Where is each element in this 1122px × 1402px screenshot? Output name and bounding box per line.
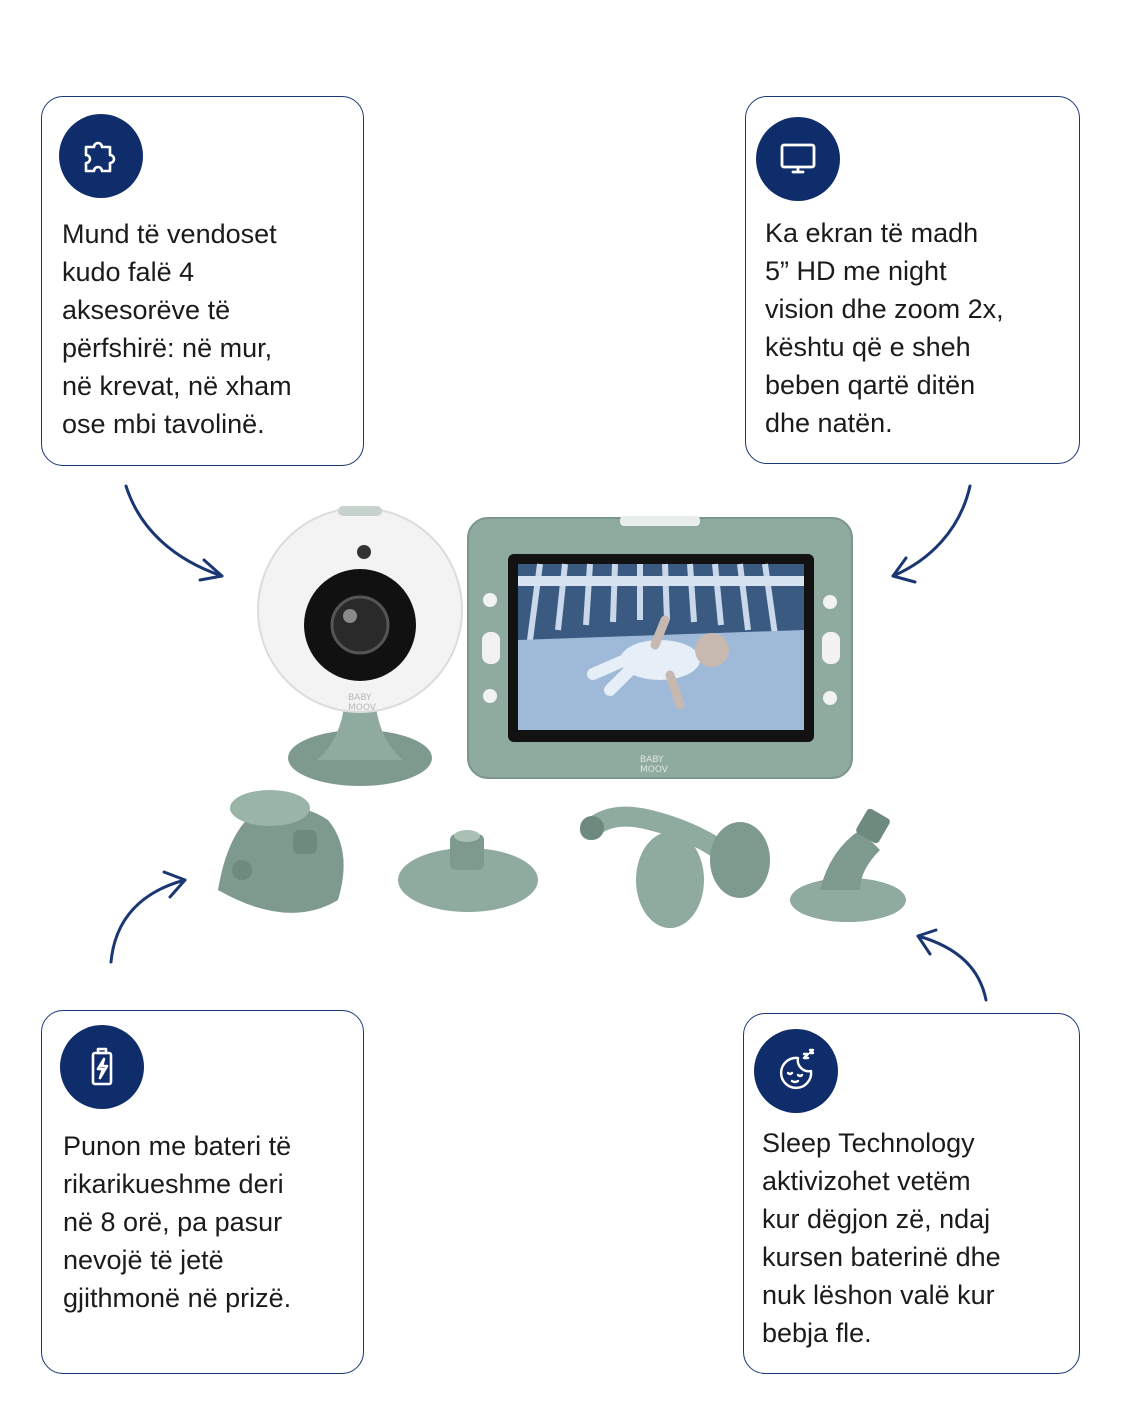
camera-unit: BABY MOOV <box>257 506 463 786</box>
monitor-button-right-top <box>823 595 837 609</box>
monitor-icon <box>780 143 816 174</box>
battery-icon <box>91 1047 113 1086</box>
puzzle-icon <box>84 141 116 173</box>
arrow-bottom-right-head <box>916 928 938 956</box>
camera-brand-line2: MOOV <box>348 703 377 713</box>
monitor-button-right-bottom <box>823 691 837 705</box>
monitor-brand-line2: MOOV <box>640 765 669 775</box>
baby-figure <box>587 615 729 710</box>
monitor-unit: BABY MOOV <box>467 516 853 779</box>
baby-monitor-product: BABY MOOV <box>218 506 906 928</box>
mattress <box>518 630 804 730</box>
arrow-top-left-head <box>198 558 224 582</box>
arrow-bottom-right-line <box>916 934 988 1002</box>
camera-stand <box>317 700 403 760</box>
crib-rail <box>518 576 804 586</box>
arrow-top-left-line <box>124 484 224 578</box>
arrow-top-right-head <box>891 556 917 584</box>
camera-lens <box>330 595 390 655</box>
camera-brand-line1: BABY <box>348 693 372 703</box>
monitor-button-left-top <box>483 593 497 607</box>
crib-bars <box>527 563 778 641</box>
monitor-top-light <box>620 516 700 526</box>
arrow-top-right-line <box>891 484 972 578</box>
arrow-bottom-left-head <box>162 870 187 899</box>
crib-mount-accessory <box>580 806 770 928</box>
sleep-face-icon <box>779 1048 815 1090</box>
battery-badge <box>60 1025 144 1109</box>
arrow-bottom-left-line <box>109 878 187 964</box>
monitor-button-right-mid <box>822 632 840 664</box>
camera-top-vent <box>338 506 382 516</box>
clamp-accessory <box>218 790 344 913</box>
sleep-badge <box>754 1029 838 1113</box>
monitor-button-left-bottom <box>483 689 497 703</box>
camera-lens-glare <box>343 609 357 623</box>
suction-mount-accessory <box>790 808 906 922</box>
monitor-button-left-mid <box>482 632 500 664</box>
monitor-brand-line1: BABY <box>640 755 664 765</box>
wall-plate-accessory <box>398 830 538 912</box>
monitor-badge <box>756 117 840 201</box>
puzzle-badge <box>59 114 143 198</box>
camera-sensor <box>357 545 371 559</box>
